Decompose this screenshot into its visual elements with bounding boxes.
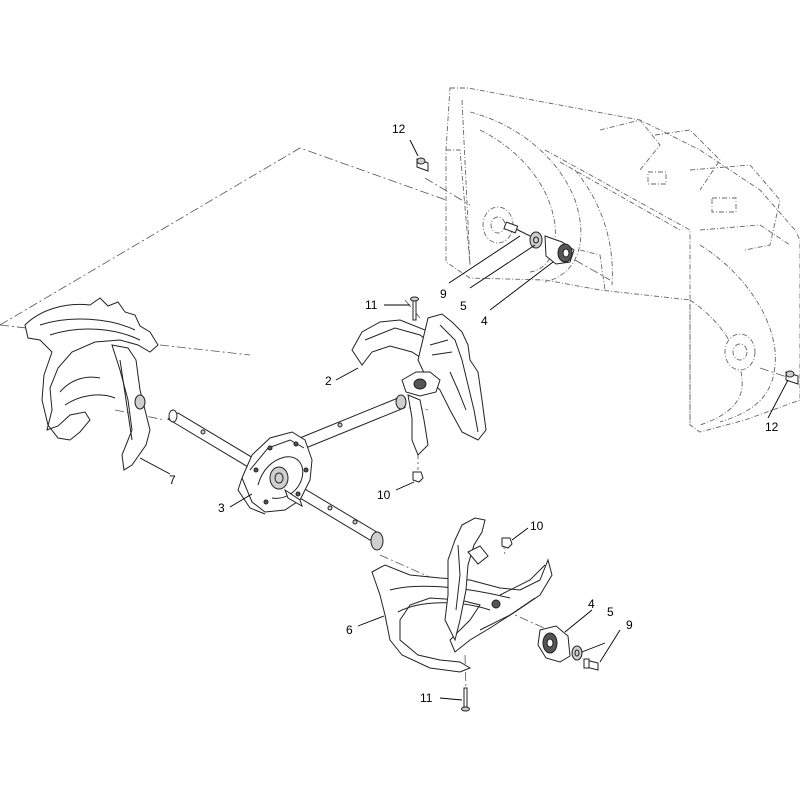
callout-6: 6 [346, 623, 353, 637]
callout-labels: 12 9 5 4 11 2 12 7 10 3 10 4 5 9 6 11 [169, 122, 779, 705]
callout-5-top: 5 [460, 299, 467, 313]
left-auger [24, 297, 159, 471]
callout-9-lower: 9 [626, 618, 633, 632]
callout-4-top: 4 [481, 314, 488, 328]
callout-12-top: 12 [392, 122, 406, 136]
callout-11-bottom: 11 [420, 691, 433, 705]
upper-bearing-parts [416, 157, 799, 385]
right-auger-lower [371, 517, 553, 673]
auger-housing-phantom [445, 87, 800, 433]
gearbox [237, 431, 313, 515]
callout-2: 2 [325, 374, 332, 388]
lower-bearing-parts [537, 625, 599, 671]
callout-11-top: 11 [365, 298, 378, 312]
leader-lines [139, 139, 789, 701]
fasteners [410, 296, 513, 712]
right-auger-upper [351, 313, 487, 456]
callout-7: 7 [169, 473, 176, 487]
callout-3: 3 [218, 501, 225, 515]
callout-10-lower: 10 [530, 519, 544, 533]
callout-12-right: 12 [765, 420, 779, 434]
callout-9-top: 9 [440, 287, 447, 301]
callout-4-lower: 4 [588, 597, 595, 611]
callout-5-lower: 5 [607, 605, 614, 619]
callout-10-mid: 10 [377, 488, 391, 502]
